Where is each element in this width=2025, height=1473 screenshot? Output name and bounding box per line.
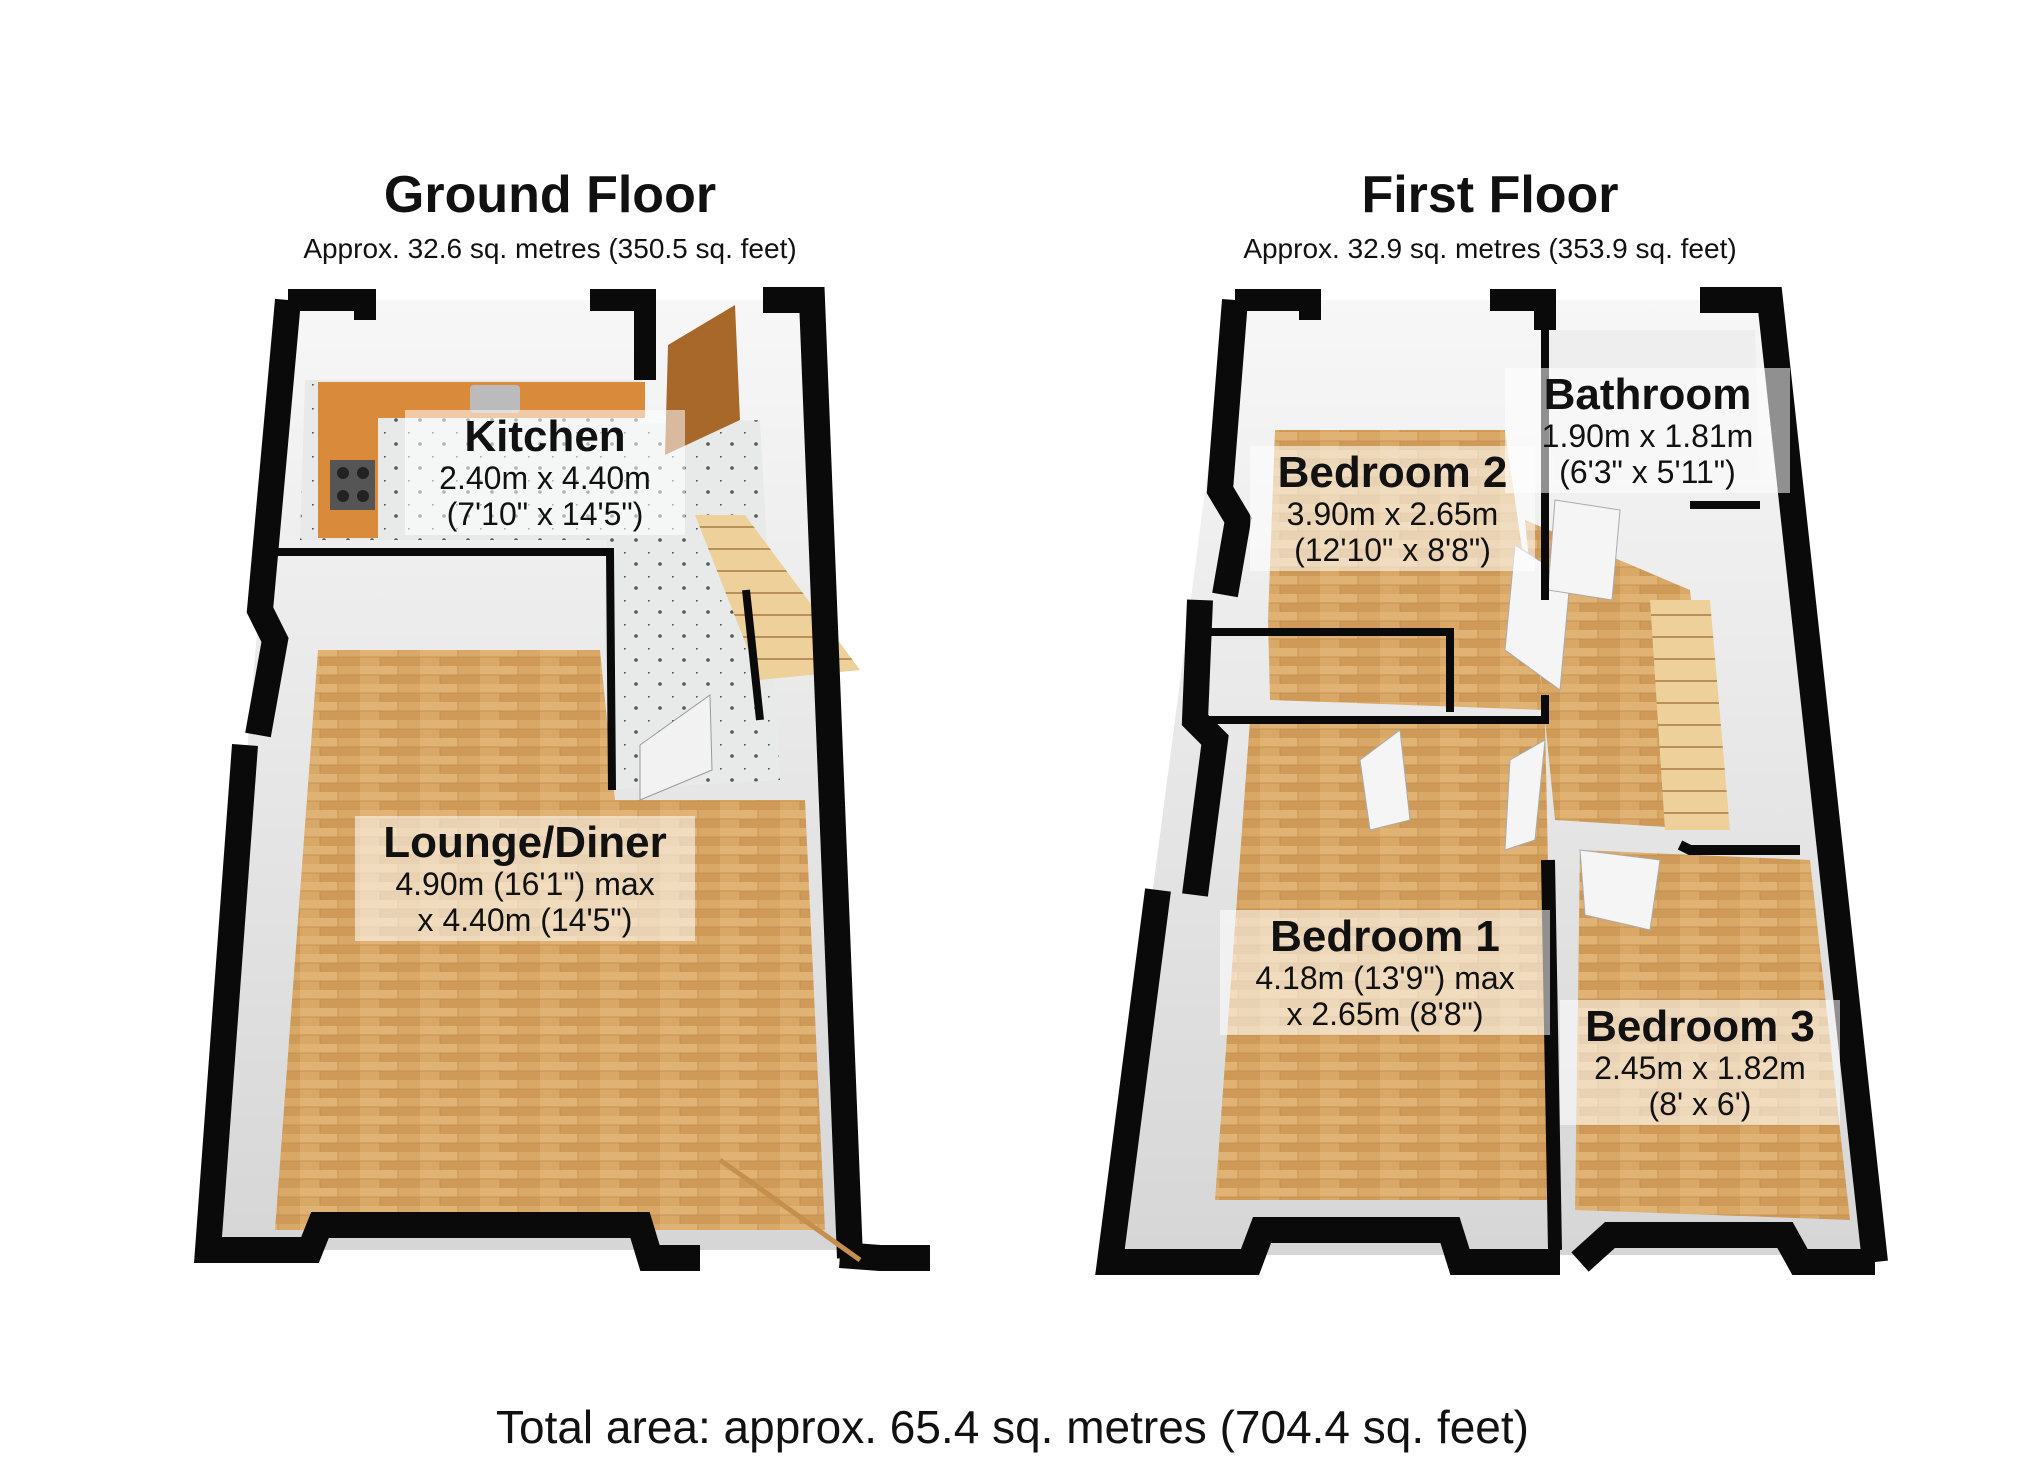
room-dimension: 2.40m x 4.40m — [439, 460, 651, 497]
hob — [330, 460, 375, 510]
bedroom-1-door-b — [1504, 739, 1546, 851]
room-name: Bedroom 3 — [1585, 1002, 1815, 1051]
room-label-kitchen: Kitchen 2.40m x 4.40m (7'10" x 14'5") — [405, 410, 685, 535]
room-dimension: 2.45m x 1.82m — [1594, 1050, 1806, 1087]
first-floor-stairs — [1650, 600, 1730, 830]
room-name: Bedroom 1 — [1270, 912, 1500, 961]
bathroom-door — [1547, 499, 1621, 601]
room-dimension: 3.90m x 2.65m — [1286, 496, 1499, 533]
room-dimension: (8' x 6') — [1648, 1086, 1752, 1123]
room-label-lounge-diner: Lounge/Diner 4.90m (16'1") max x 4.40m (… — [355, 816, 695, 941]
room-dimension: (6'3" x 5'11") — [1559, 454, 1736, 491]
room-name: Bathroom — [1543, 370, 1752, 419]
room-dimension: x 4.40m (14'5") — [417, 902, 633, 939]
room-name: Bedroom 2 — [1277, 448, 1508, 497]
bedroom-1-door-a — [1359, 729, 1411, 831]
room-dimension: (12'10" x 8'8") — [1294, 532, 1491, 569]
room-dimension: 1.90m x 1.81m — [1541, 418, 1754, 455]
lounge-door — [639, 694, 713, 801]
room-dimension: x 2.65m (8'8") — [1286, 996, 1484, 1033]
first-floor-area: Approx. 32.9 sq. metres (353.9 sq. feet) — [1243, 233, 1737, 264]
room-label-bedroom-2: Bedroom 2 3.90m x 2.65m (12'10" x 8'8") — [1250, 446, 1535, 571]
room-label-bedroom-1: Bedroom 1 4.18m (13'9") max x 2.65m (8'8… — [1220, 910, 1550, 1035]
room-dimension: 4.90m (16'1") max — [395, 866, 655, 903]
total-area: Total area: approx. 65.4 sq. metres (704… — [495, 1401, 1529, 1453]
room-dimension: 4.18m (13'9") max — [1255, 960, 1515, 997]
room-label-bedroom-3: Bedroom 3 2.45m x 1.82m (8' x 6') — [1560, 1000, 1840, 1125]
ground-floor-title: Ground Floor — [383, 166, 717, 224]
first-floor-title: First Floor — [1361, 166, 1619, 224]
bedroom-3-door — [1579, 849, 1661, 931]
room-dimension: (7'10" x 14'5") — [446, 496, 644, 533]
kitchen-sink — [470, 385, 520, 413]
room-label-bathroom: Bathroom 1.90m x 1.81m (6'3" x 5'11") — [1505, 368, 1790, 493]
ground-floor-area: Approx. 32.6 sq. metres (350.5 sq. feet) — [303, 233, 797, 264]
room-name: Lounge/Diner — [383, 818, 667, 867]
room-name: Kitchen — [464, 412, 626, 461]
